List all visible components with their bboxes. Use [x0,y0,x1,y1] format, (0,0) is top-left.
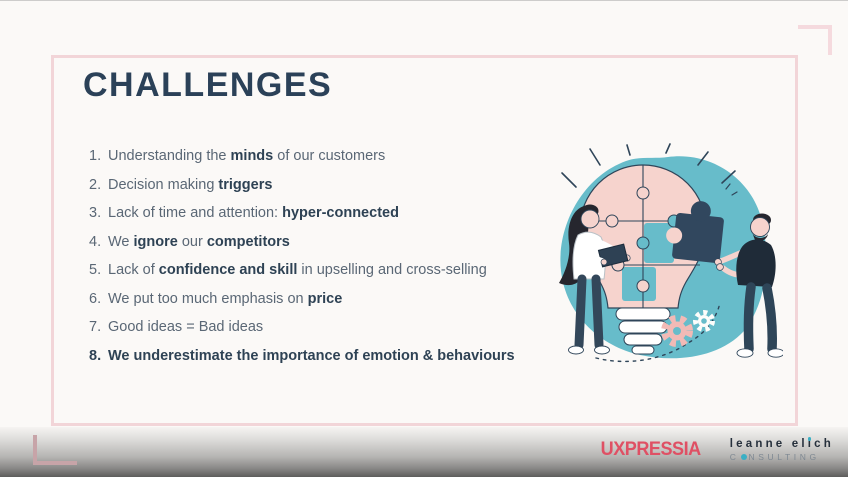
list-item-number: 3. [89,205,102,222]
list-item-text: We underestimate the importance of emoti… [108,347,515,364]
woman-figure [559,204,631,355]
corner-decoration-top-right [798,25,832,55]
list-item: 4. We ignore our competitors [89,228,569,257]
list-item: 1. Understanding the minds of our custome… [89,142,569,171]
challenges-list: 1. Understanding the minds of our custome… [89,142,569,370]
list-item-number: 1. [89,148,102,165]
top-hairline [0,0,848,1]
teal-i-dot [807,437,811,441]
bulb-base [615,307,671,355]
list-item-number: 4. [89,233,102,250]
list-item-text: Lack of confidence and skill in upsellin… [108,262,487,279]
list-item: 2. Decision making triggers [89,171,569,200]
light-rays-icon [561,143,736,188]
lec-logo-name: leanne elich [729,437,834,450]
puzzle-lightbulb-illustration [559,143,783,363]
list-item-text: Understanding the minds of our customers [108,148,386,165]
list-item-text: Good ideas = Bad ideas [108,319,264,336]
lightbulb-puzzle-icon [579,164,707,355]
sparkle-marks [725,183,738,196]
puzzle-piece-icon [666,201,724,263]
teal-o-dot [740,454,747,460]
list-item: 3. Lack of time and attention: hyper-conn… [89,199,569,228]
page-title: CHALLENGES [83,66,333,104]
list-item: 8. We underestimate the importance of emo… [89,342,569,371]
list-item-text: Decision making triggers [108,176,273,193]
corner-decoration-bottom-left [33,435,77,465]
list-item: 6. We put too much emphasis on price [89,285,569,314]
list-item-number: 8. [89,347,102,364]
gear-icon-small [693,310,715,332]
slide-border-frame [51,55,798,426]
man-figure [714,213,783,358]
list-item-number: 7. [89,319,102,336]
list-item-text: Lack of time and attention: hyper-connec… [108,205,399,222]
list-item-text: We put too much emphasis on price [108,290,343,307]
list-item-number: 2. [89,176,102,193]
uxpressia-logo: UXPRESSIA [601,439,702,460]
list-item-number: 5. [89,262,102,279]
list-item-text: We ignore our competitors [108,233,290,250]
list-item: 5. Lack of confidence and skill in upsell… [89,256,569,285]
list-item-number: 6. [89,290,102,307]
gear-icon [661,315,693,347]
list-item: 7. Good ideas = Bad ideas [89,313,569,342]
